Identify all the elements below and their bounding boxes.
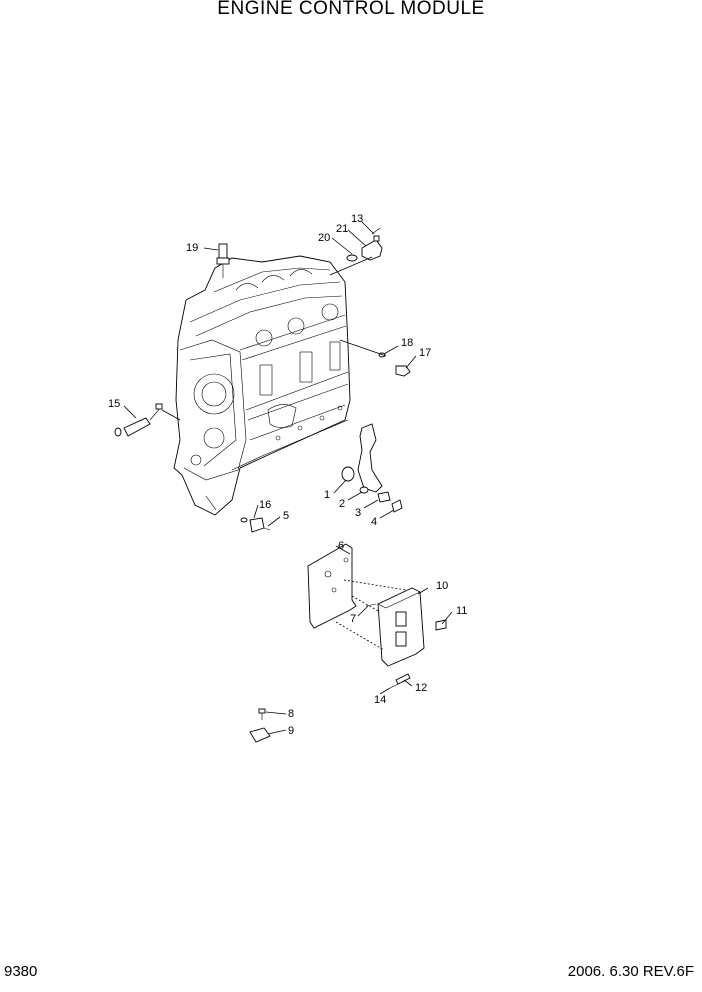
callout-3: 3 [355,507,361,519]
callout-16: 16 [259,499,271,511]
callout-2: 2 [339,498,345,510]
callout-9: 9 [288,725,294,737]
part-17-18-sensor [378,352,411,377]
callout-21: 21 [336,223,348,235]
part-1-4-bracket [341,423,403,513]
revision-date: 2006. 6.30 REV.6F [567,963,694,980]
part-16-5-sensor [240,517,271,533]
callout-8: 8 [288,708,294,720]
callout-14: 14 [374,694,386,706]
callout-6: 6 [338,540,344,552]
callout-17: 17 [419,347,431,359]
callout-5: 5 [283,510,289,522]
callout-1: 1 [324,489,330,501]
page-number: 9380 [4,963,38,980]
callout-4: 4 [371,516,377,528]
page-title: ENGINE CONTROL MODULE [217,0,485,19]
callout-12: 12 [415,682,427,694]
part-6-mounting-plate [307,543,357,629]
callout-11: 11 [456,605,467,617]
part-10-ecm-unit [377,587,425,667]
part-8-9-parts [249,708,271,743]
callout-15: 15 [108,398,120,410]
callout-7: 7 [350,613,356,625]
part-15-sensor [114,403,163,437]
part-12-14-parts [389,673,411,689]
callout-18: 18 [401,337,413,349]
callout-10: 10 [436,580,448,592]
leader-lines [123,221,453,735]
callout-20: 20 [318,232,330,244]
part-19-sensor [216,243,230,278]
callout-labels: 19 20 21 13 18 17 15 1 2 3 4 16 5 6 7 10… [108,213,467,737]
callout-13: 13 [351,213,363,225]
engine-block [173,255,351,516]
callout-19: 19 [186,242,198,254]
